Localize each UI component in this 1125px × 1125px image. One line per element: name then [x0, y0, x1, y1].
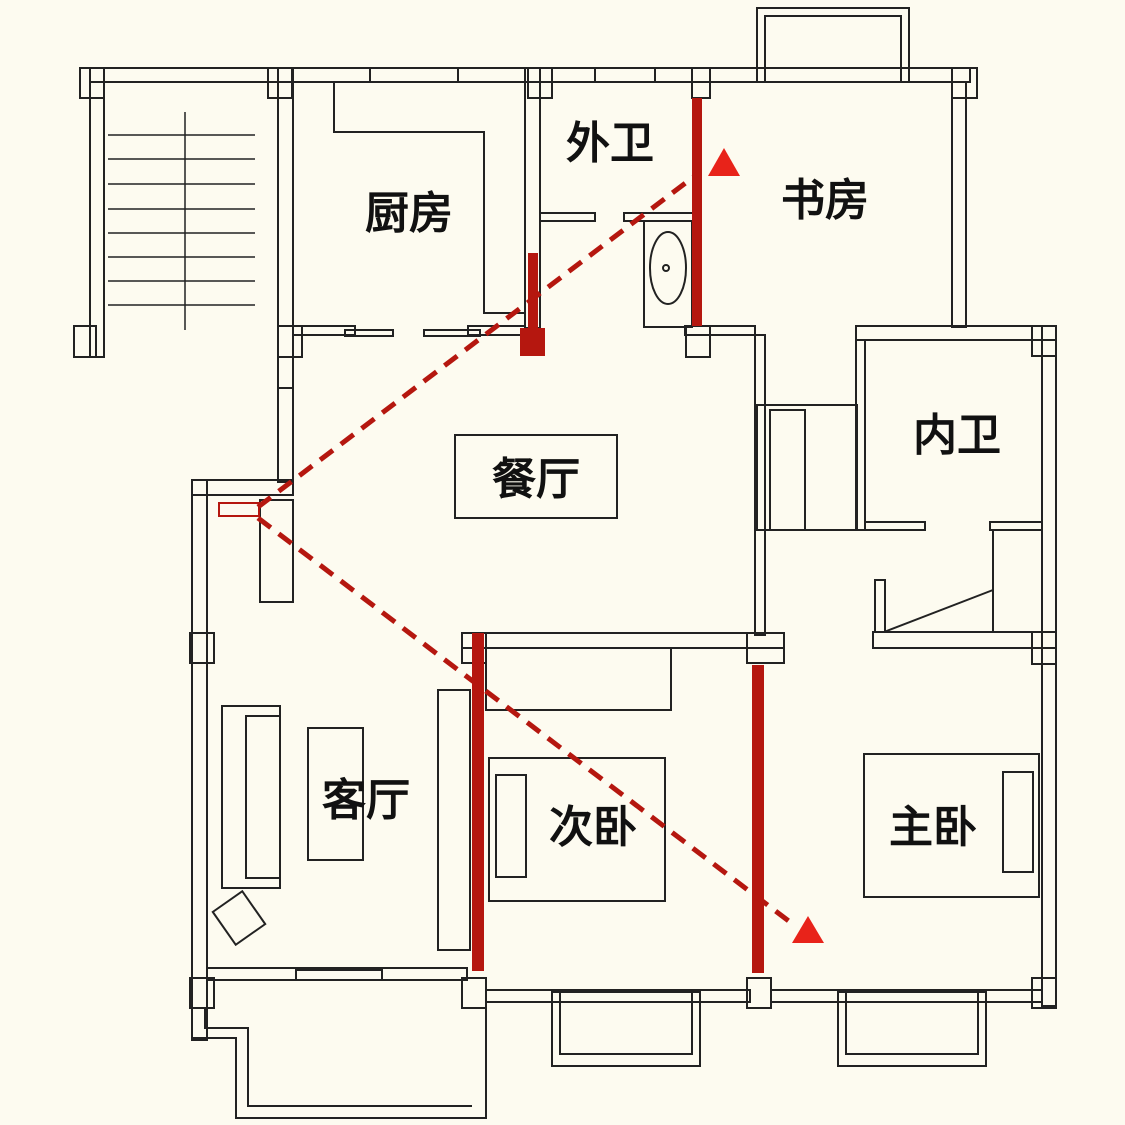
master-red-wall: [752, 665, 764, 973]
master-bed: [863, 753, 1040, 898]
second-bed-wall-top: [461, 632, 785, 649]
hall-closet: [756, 404, 858, 531]
balcony-post-right: [461, 977, 487, 1009]
post-n2: [527, 67, 553, 99]
viewpoint-marker: [218, 502, 260, 517]
balcony-outline: [191, 980, 487, 1119]
second-bed-wardrobe: [485, 647, 672, 711]
label-living: 客厅: [322, 775, 410, 826]
second-bed-bay-window-inner: [559, 991, 693, 1055]
tv-cabinet: [437, 689, 471, 951]
post-nw: [79, 67, 105, 99]
bath-window: [594, 67, 656, 83]
label-kitchen: 厨房: [365, 188, 453, 239]
top-wall: [89, 67, 971, 83]
kitchen-red-column: [520, 328, 545, 356]
sight-line-master: [256, 516, 792, 924]
second-bed-wall-bottom: [485, 989, 751, 1003]
center-post: [746, 632, 785, 664]
inner-bath-post: [1031, 325, 1057, 357]
room-labels: 厨房 外卫 书房 内卫 餐厅 客厅 次卧 主卧: [322, 118, 1001, 853]
bathtub-basin: [649, 231, 687, 305]
study-red-wall: [692, 98, 702, 326]
inner-bath-wall-top: [855, 325, 1057, 341]
master-wall-top: [872, 631, 1057, 649]
stair-wall-left: [89, 81, 105, 358]
armchair: [211, 889, 267, 947]
kitchen-sliding-door-a: [344, 329, 394, 337]
arrow-master: [792, 916, 824, 943]
label-second-bedroom: 次卧: [549, 802, 637, 853]
kitchen-window: [369, 67, 459, 83]
sofa: [221, 705, 281, 889]
kitchen-sliding-door-b: [423, 329, 481, 337]
inner-bath-door-a: [864, 521, 926, 531]
balcony-inner: [204, 1008, 472, 1107]
bathtub-drain: [662, 264, 670, 272]
second-bed-pillow: [495, 774, 527, 878]
bath-door-a: [539, 212, 596, 222]
master-bay-window-inner: [845, 991, 979, 1055]
sight-lines: [256, 170, 792, 924]
kitchen-wall-left: [277, 67, 294, 389]
living-wall-top: [191, 479, 294, 496]
label-dining: 餐厅: [492, 454, 580, 505]
inner-bath-door-b: [989, 521, 1043, 531]
hall-wall: [754, 334, 766, 636]
master-bed-pillow: [1002, 771, 1034, 873]
second-bed-red-wall: [472, 633, 484, 971]
stair-post: [73, 325, 97, 358]
arrow-study: [708, 148, 740, 176]
walls: [73, 7, 1057, 1119]
balcony-post-left: [189, 977, 215, 1009]
post-kitchen: [277, 325, 303, 358]
master-wardrobe: [874, 530, 994, 633]
sight-line-study: [256, 170, 702, 509]
master-post-corner: [1031, 977, 1057, 1009]
east-wall: [1041, 325, 1057, 1007]
study-bay-window: [756, 7, 910, 83]
study-post: [685, 325, 711, 358]
wardrobe-post: [874, 579, 886, 633]
stair-treads: [108, 112, 255, 330]
wardrobe-door: [883, 589, 994, 633]
kitchen-counter: [333, 82, 525, 314]
label-study: 书房: [781, 175, 869, 226]
highlight-walls: [472, 98, 764, 973]
dining-table: [454, 434, 618, 519]
kitchen-red-wall: [528, 253, 538, 333]
hall-closet-inner: [769, 409, 806, 531]
coffee-table: [307, 727, 364, 861]
label-master-bedroom: 主卧: [889, 802, 977, 853]
post-n1: [267, 67, 293, 99]
living-cabinet: [259, 499, 294, 603]
living-door: [295, 969, 383, 981]
living-wall-left: [191, 479, 208, 1041]
label-guest-bath: 外卫: [566, 118, 654, 169]
sofa-seat: [245, 715, 281, 879]
master-wall-bottom: [770, 989, 1043, 1003]
study-wall-bottom: [684, 325, 756, 336]
living-post: [189, 632, 215, 664]
study-wall-right: [951, 81, 967, 328]
study-bay-window-inner: [764, 15, 902, 83]
living-upper-wall: [277, 387, 294, 483]
label-inner-bath: 内卫: [913, 410, 1001, 461]
master-post: [1031, 631, 1057, 665]
